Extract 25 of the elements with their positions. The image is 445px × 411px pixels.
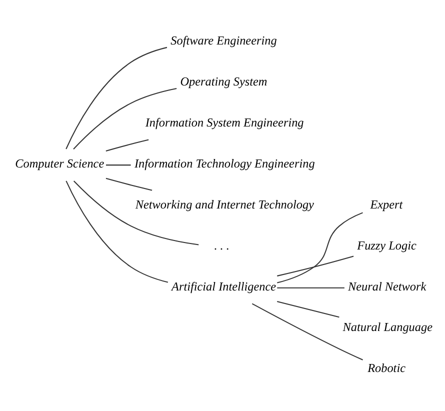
connector [277, 286, 344, 288]
connector [106, 138, 149, 151]
node-text: Robotic [368, 360, 406, 375]
connector [277, 300, 340, 318]
node-text: Expert [370, 196, 403, 211]
connector [252, 302, 363, 360]
connector [66, 46, 168, 149]
node-text: . . . [214, 238, 230, 252]
node-text: Neural Network [348, 278, 426, 293]
node-text: Computer Science [15, 156, 104, 170]
node-text: Operating System [180, 74, 268, 88]
connector [73, 180, 199, 245]
connector [277, 212, 363, 283]
node-text: Information System Engineering [145, 114, 304, 129]
connector [73, 88, 177, 149]
connector [277, 255, 354, 276]
node-text: Fuzzy Logic [357, 238, 416, 252]
node-text: Software Engineering [170, 33, 277, 48]
connector [106, 164, 131, 166]
connector [66, 180, 168, 282]
node-text: Artificial Intelligence [172, 278, 276, 293]
node-text: Information Technology Engineering [134, 156, 315, 170]
connector [106, 177, 152, 190]
node-text: Networking and Internet Technology [135, 196, 314, 211]
node-text: Natural Language [342, 320, 432, 334]
